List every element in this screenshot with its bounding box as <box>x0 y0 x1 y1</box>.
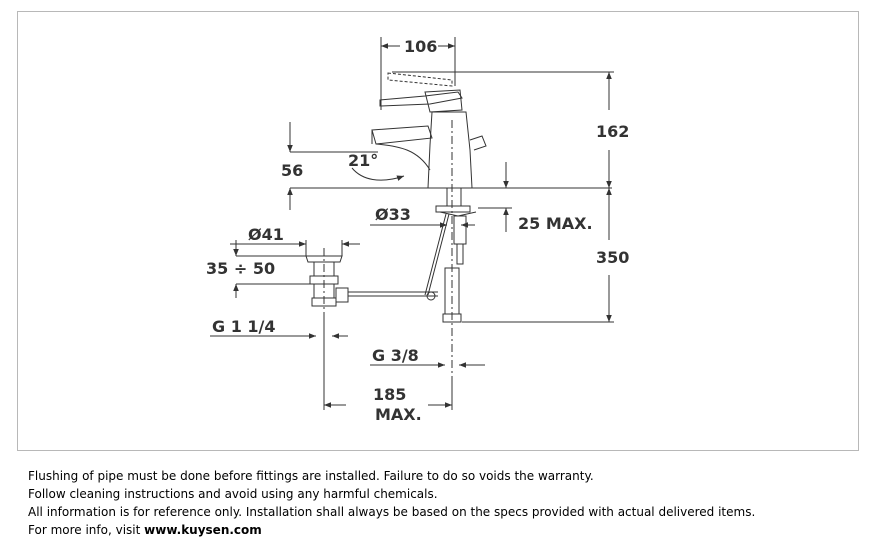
dim-top-width: 106 <box>404 37 437 56</box>
under-deck-assembly <box>348 187 477 323</box>
dim-supply-thread: G 3/8 <box>372 346 419 365</box>
note-flushing: Flushing of pipe must be done before fit… <box>28 469 594 483</box>
drawing-frame <box>17 11 859 451</box>
dim-deck-thickness: 25 MAX. <box>518 214 593 233</box>
note-more-info-prefix: For more info, visit <box>28 523 145 537</box>
dim-under-height: 350 <box>596 248 629 267</box>
note-reference: All information is for reference only. I… <box>28 505 756 519</box>
dim-spout-height: 56 <box>281 161 303 180</box>
note-cleaning: Follow cleaning instructions and avoid u… <box>28 487 438 501</box>
dim-drain-diameter: Ø41 <box>248 225 284 244</box>
dim-drain-range: 35 ÷ 50 <box>206 259 275 278</box>
note-more-info: For more info, visit www.kuysen.com <box>28 521 755 539</box>
faucet-technical-drawing: 106 162 56 21° Ø33 25 MAX. 350 Ø41 35 ÷ … <box>206 37 629 424</box>
dim-hole-diameter: Ø33 <box>375 205 411 224</box>
notes-block: Flushing of pipe must be done before fit… <box>28 467 755 539</box>
drain-assembly <box>305 248 349 320</box>
website-link[interactable]: www.kuysen.com <box>144 523 262 537</box>
dim-angle: 21° <box>348 151 378 170</box>
dim-total-height: 162 <box>596 122 629 141</box>
dim-drain-offset: 185 <box>373 385 406 404</box>
faucet-body <box>351 72 487 380</box>
dim-drain-offset-max: MAX. <box>375 405 422 424</box>
dim-drain-thread: G 1 1/4 <box>212 317 276 336</box>
